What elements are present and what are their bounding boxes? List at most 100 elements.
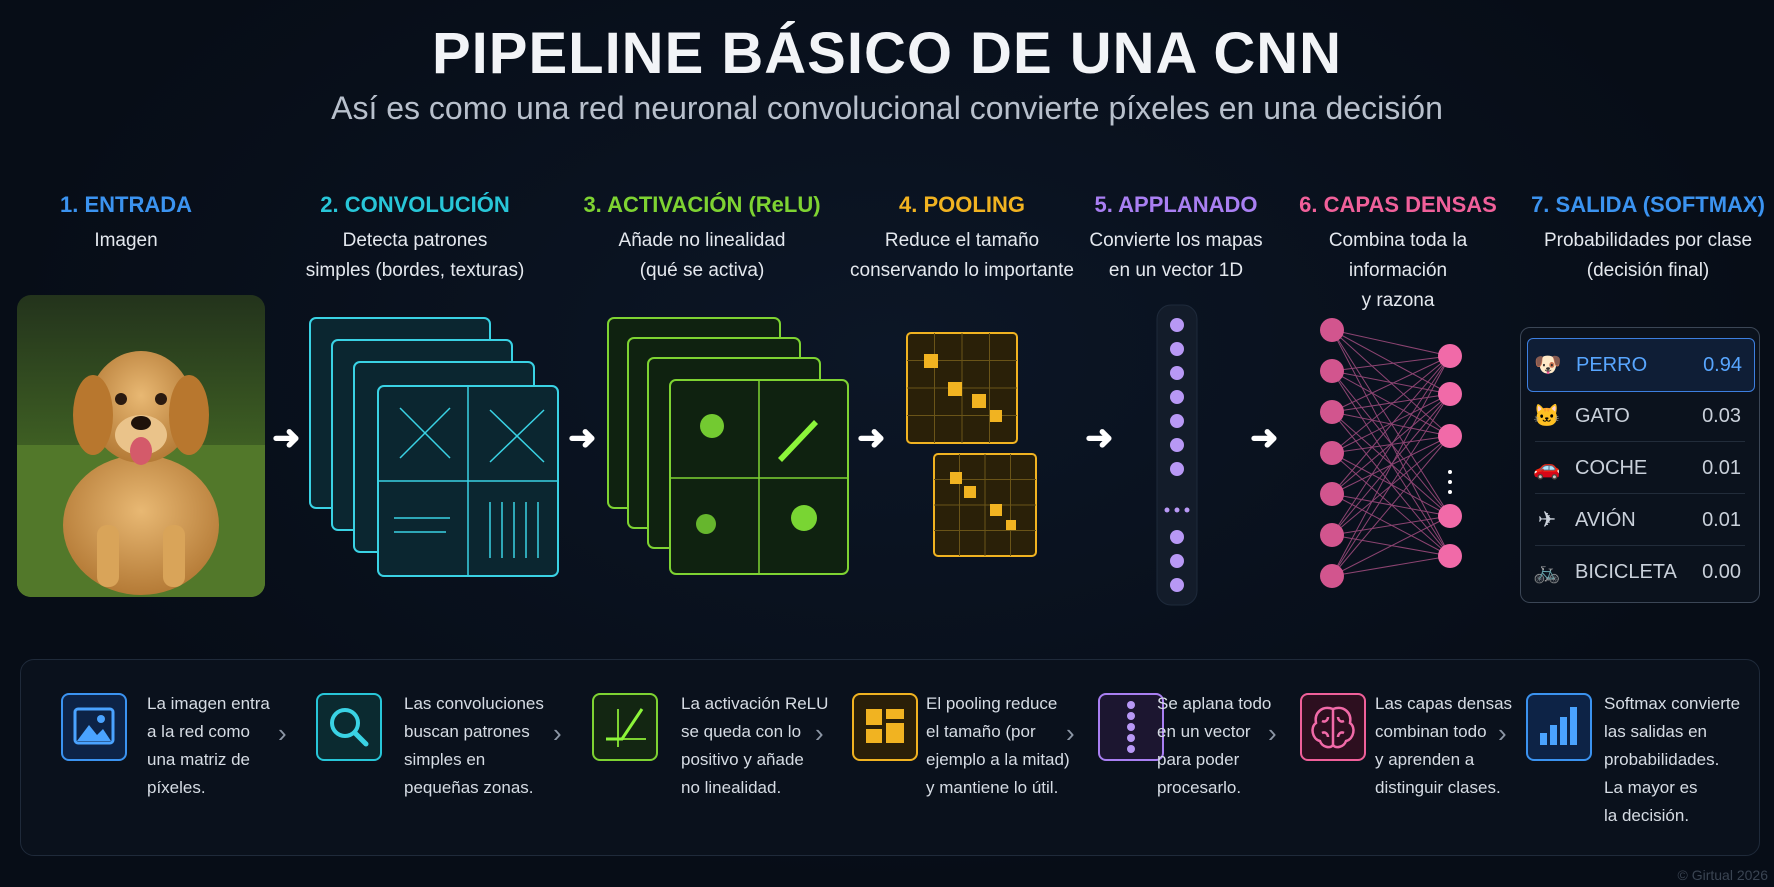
page-subtitle: Así es como una red neuronal convolucion…	[331, 90, 1443, 126]
class-label: BICICLETA	[1575, 560, 1677, 583]
stage-desc: Detecta patrones simples (bordes, textur…	[305, 230, 525, 281]
class-row-bicicleta: 🚲 BICICLETA 0.00	[1527, 546, 1753, 598]
stage-title: 5. APPLANADO	[1094, 192, 1258, 217]
stage-dense: 6. CAPAS DENSAS Combina toda la informac…	[1278, 192, 1518, 316]
convolution-feature-maps	[309, 317, 559, 577]
activation-feature-maps	[607, 317, 849, 575]
explanation-text: Las capas densas combinan todo y aprende…	[1375, 694, 1513, 797]
stage-title: 2. CONVOLUCIÓN	[320, 192, 510, 217]
explanation-text: Se aplana todo en un vector para poder p…	[1157, 694, 1272, 797]
bar-chart-icon	[1526, 693, 1592, 761]
airplane-icon: ✈	[1537, 507, 1557, 532]
flattened-vector	[1156, 304, 1198, 606]
neuron-node	[1438, 382, 1462, 406]
class-row-coche: 🚗 COCHE 0.01	[1527, 442, 1753, 494]
network-connection	[1331, 515, 1451, 536]
stage-convolution: 2. CONVOLUCIÓN Detecta patrones simples …	[285, 192, 545, 286]
chevron-right-icon: ›	[553, 718, 562, 748]
stage-title: 7. SALIDA (SOFTMAX)	[1531, 192, 1765, 217]
network-connection	[1331, 393, 1451, 413]
bicycle-icon: 🚲	[1533, 559, 1561, 584]
relu-graph-icon	[592, 693, 658, 761]
explanation-text: Las convoluciones buscan patrones simple…	[404, 694, 544, 797]
stage-desc: Añade no linealidad (qué se activa)	[618, 230, 786, 281]
neuron-node	[1320, 318, 1344, 342]
arrow-right-icon: ➜	[1085, 419, 1114, 457]
stage-title: 1. ENTRADA	[59, 192, 192, 217]
network-connection	[1331, 355, 1451, 577]
neuron-node	[1320, 564, 1344, 588]
class-probability: 0.03	[1702, 404, 1741, 427]
dog-icon: 🐶	[1534, 352, 1562, 377]
arrow-right-icon: ➜	[1250, 419, 1279, 457]
neuron-node	[1320, 400, 1344, 424]
chevron-right-icon: ›	[1066, 718, 1075, 748]
explanation-text: La activación ReLU se queda con lo posit…	[681, 694, 829, 797]
network-connection	[1331, 355, 1451, 413]
softmax-output-panel: 🐶 PERRO 0.94 🐱 GATO 0.03 🚗 COCHE 0.01 ✈ …	[1520, 327, 1760, 603]
class-probability: 0.00	[1702, 560, 1741, 583]
chevron-right-icon: ›	[278, 718, 287, 748]
class-row-perro: 🐶 PERRO 0.94	[1527, 338, 1755, 392]
class-probability: 0.01	[1702, 456, 1741, 479]
magnifier-icon	[316, 693, 382, 761]
neuron-node	[1438, 544, 1462, 568]
divider	[1535, 545, 1745, 546]
class-row-avion: ✈ AVIÓN 0.01	[1527, 494, 1753, 546]
stage-title: 6. CAPAS DENSAS	[1299, 192, 1497, 217]
stage-title: 3. ACTIVACIÓN (ReLU)	[583, 192, 821, 217]
explanation-text: La imagen entra a la red como una matriz…	[147, 694, 270, 797]
network-connection	[1331, 555, 1451, 577]
vector-dots-icon	[1098, 693, 1164, 761]
dog-image	[17, 295, 265, 597]
network-connection	[1331, 393, 1451, 495]
network-connection	[1331, 393, 1451, 454]
stage-desc: Convierte los mapas en un vector 1D	[1089, 230, 1263, 281]
stage-activation: 3. ACTIVACIÓN (ReLU) Añade no linealidad…	[572, 192, 832, 286]
neuron-node	[1320, 359, 1344, 383]
copyright-text: © Girtual 2026	[1677, 867, 1768, 883]
chevron-right-icon: ›	[1498, 718, 1507, 748]
neuron-node	[1438, 344, 1462, 368]
neuron-node	[1438, 424, 1462, 448]
neuron-node	[1320, 482, 1344, 506]
class-label: COCHE	[1575, 456, 1648, 479]
class-probability: 0.94	[1703, 353, 1742, 376]
arrow-right-icon: ➜	[272, 419, 301, 457]
network-connection	[1331, 329, 1451, 395]
network-connection	[1331, 355, 1451, 454]
network-connection	[1331, 435, 1451, 577]
image-icon	[61, 693, 127, 761]
stage-desc: Probabilidades por clase (decisión final…	[1543, 230, 1753, 281]
stage-output: 7. SALIDA (SOFTMAX) Probabilidades por c…	[1530, 192, 1766, 286]
neuron-node	[1320, 523, 1344, 547]
class-probability: 0.01	[1702, 508, 1741, 531]
stage-pooling: 4. POOLING Reduce el tamaño conservando …	[842, 192, 1082, 286]
class-label: AVIÓN	[1575, 508, 1636, 531]
explanation-text: Softmax convierte las salidas en probabi…	[1604, 694, 1741, 825]
class-row-gato: 🐱 GATO 0.03	[1527, 390, 1753, 442]
network-connection	[1331, 393, 1451, 536]
stage-title: 4. POOLING	[899, 192, 1025, 217]
cat-icon: 🐱	[1533, 403, 1561, 428]
neuron-node	[1320, 441, 1344, 465]
network-connection	[1331, 393, 1451, 577]
stage-desc: Imagen	[94, 230, 158, 251]
pooling-feature-maps	[906, 332, 1037, 557]
network-connection	[1331, 355, 1451, 536]
explanation-text: El pooling reduce el tamaño (por ejemplo…	[926, 694, 1070, 797]
network-connection	[1331, 370, 1451, 395]
network-connection	[1331, 493, 1451, 517]
brain-icon	[1300, 693, 1366, 761]
network-connection	[1331, 355, 1451, 495]
page-title: PIPELINE BÁSICO DE UNA CNN	[431, 21, 1343, 86]
arrow-right-icon: ➜	[857, 419, 886, 457]
stage-input: 1. ENTRADA Imagen	[37, 192, 215, 256]
divider	[1535, 441, 1745, 442]
stage-desc: Reduce el tamaño conservando lo importan…	[850, 230, 1074, 281]
pooling-blocks-icon	[852, 693, 918, 761]
class-label: GATO	[1575, 404, 1630, 427]
neuron-node	[1438, 504, 1462, 528]
stage-flatten: 5. APPLANADO Convierte los mapas en un v…	[1086, 192, 1266, 286]
divider	[1535, 493, 1745, 494]
